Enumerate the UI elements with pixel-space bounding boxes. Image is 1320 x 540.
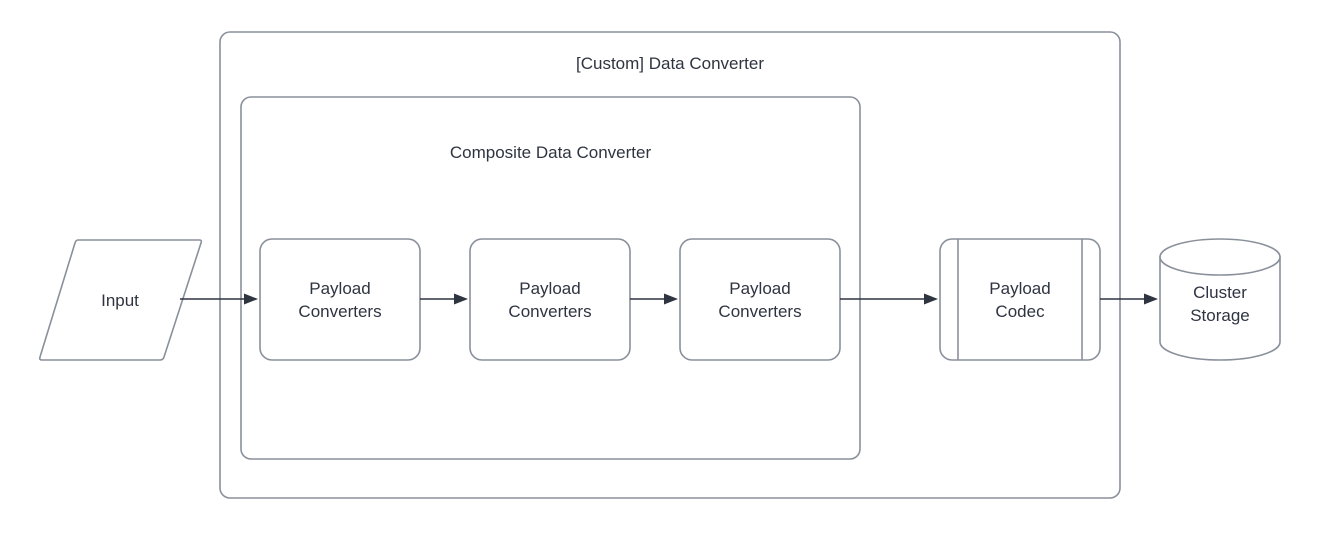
edge-pc2-to-pc3 [630,293,678,305]
node-payload-converters-2-shape[interactable] [469,238,631,361]
edge-payload-codec-to-cluster-storage [1100,293,1158,305]
node-cluster-storage-body[interactable] [1159,256,1281,361]
edge-pc1-to-pc2 [420,293,468,305]
node-input-shape[interactable] [38,239,203,361]
node-payload-codec-shape[interactable] [939,238,1101,361]
edge-pc3-to-payload-codec [840,293,938,305]
container-custom-data-converter[interactable] [219,31,1121,499]
edge-input-to-pc1 [180,293,258,305]
node-payload-converters-3-shape[interactable] [679,238,841,361]
node-cluster-storage-top [1159,238,1281,276]
node-payload-converters-1-shape[interactable] [259,238,421,361]
container-composite-data-converter[interactable] [240,96,861,460]
